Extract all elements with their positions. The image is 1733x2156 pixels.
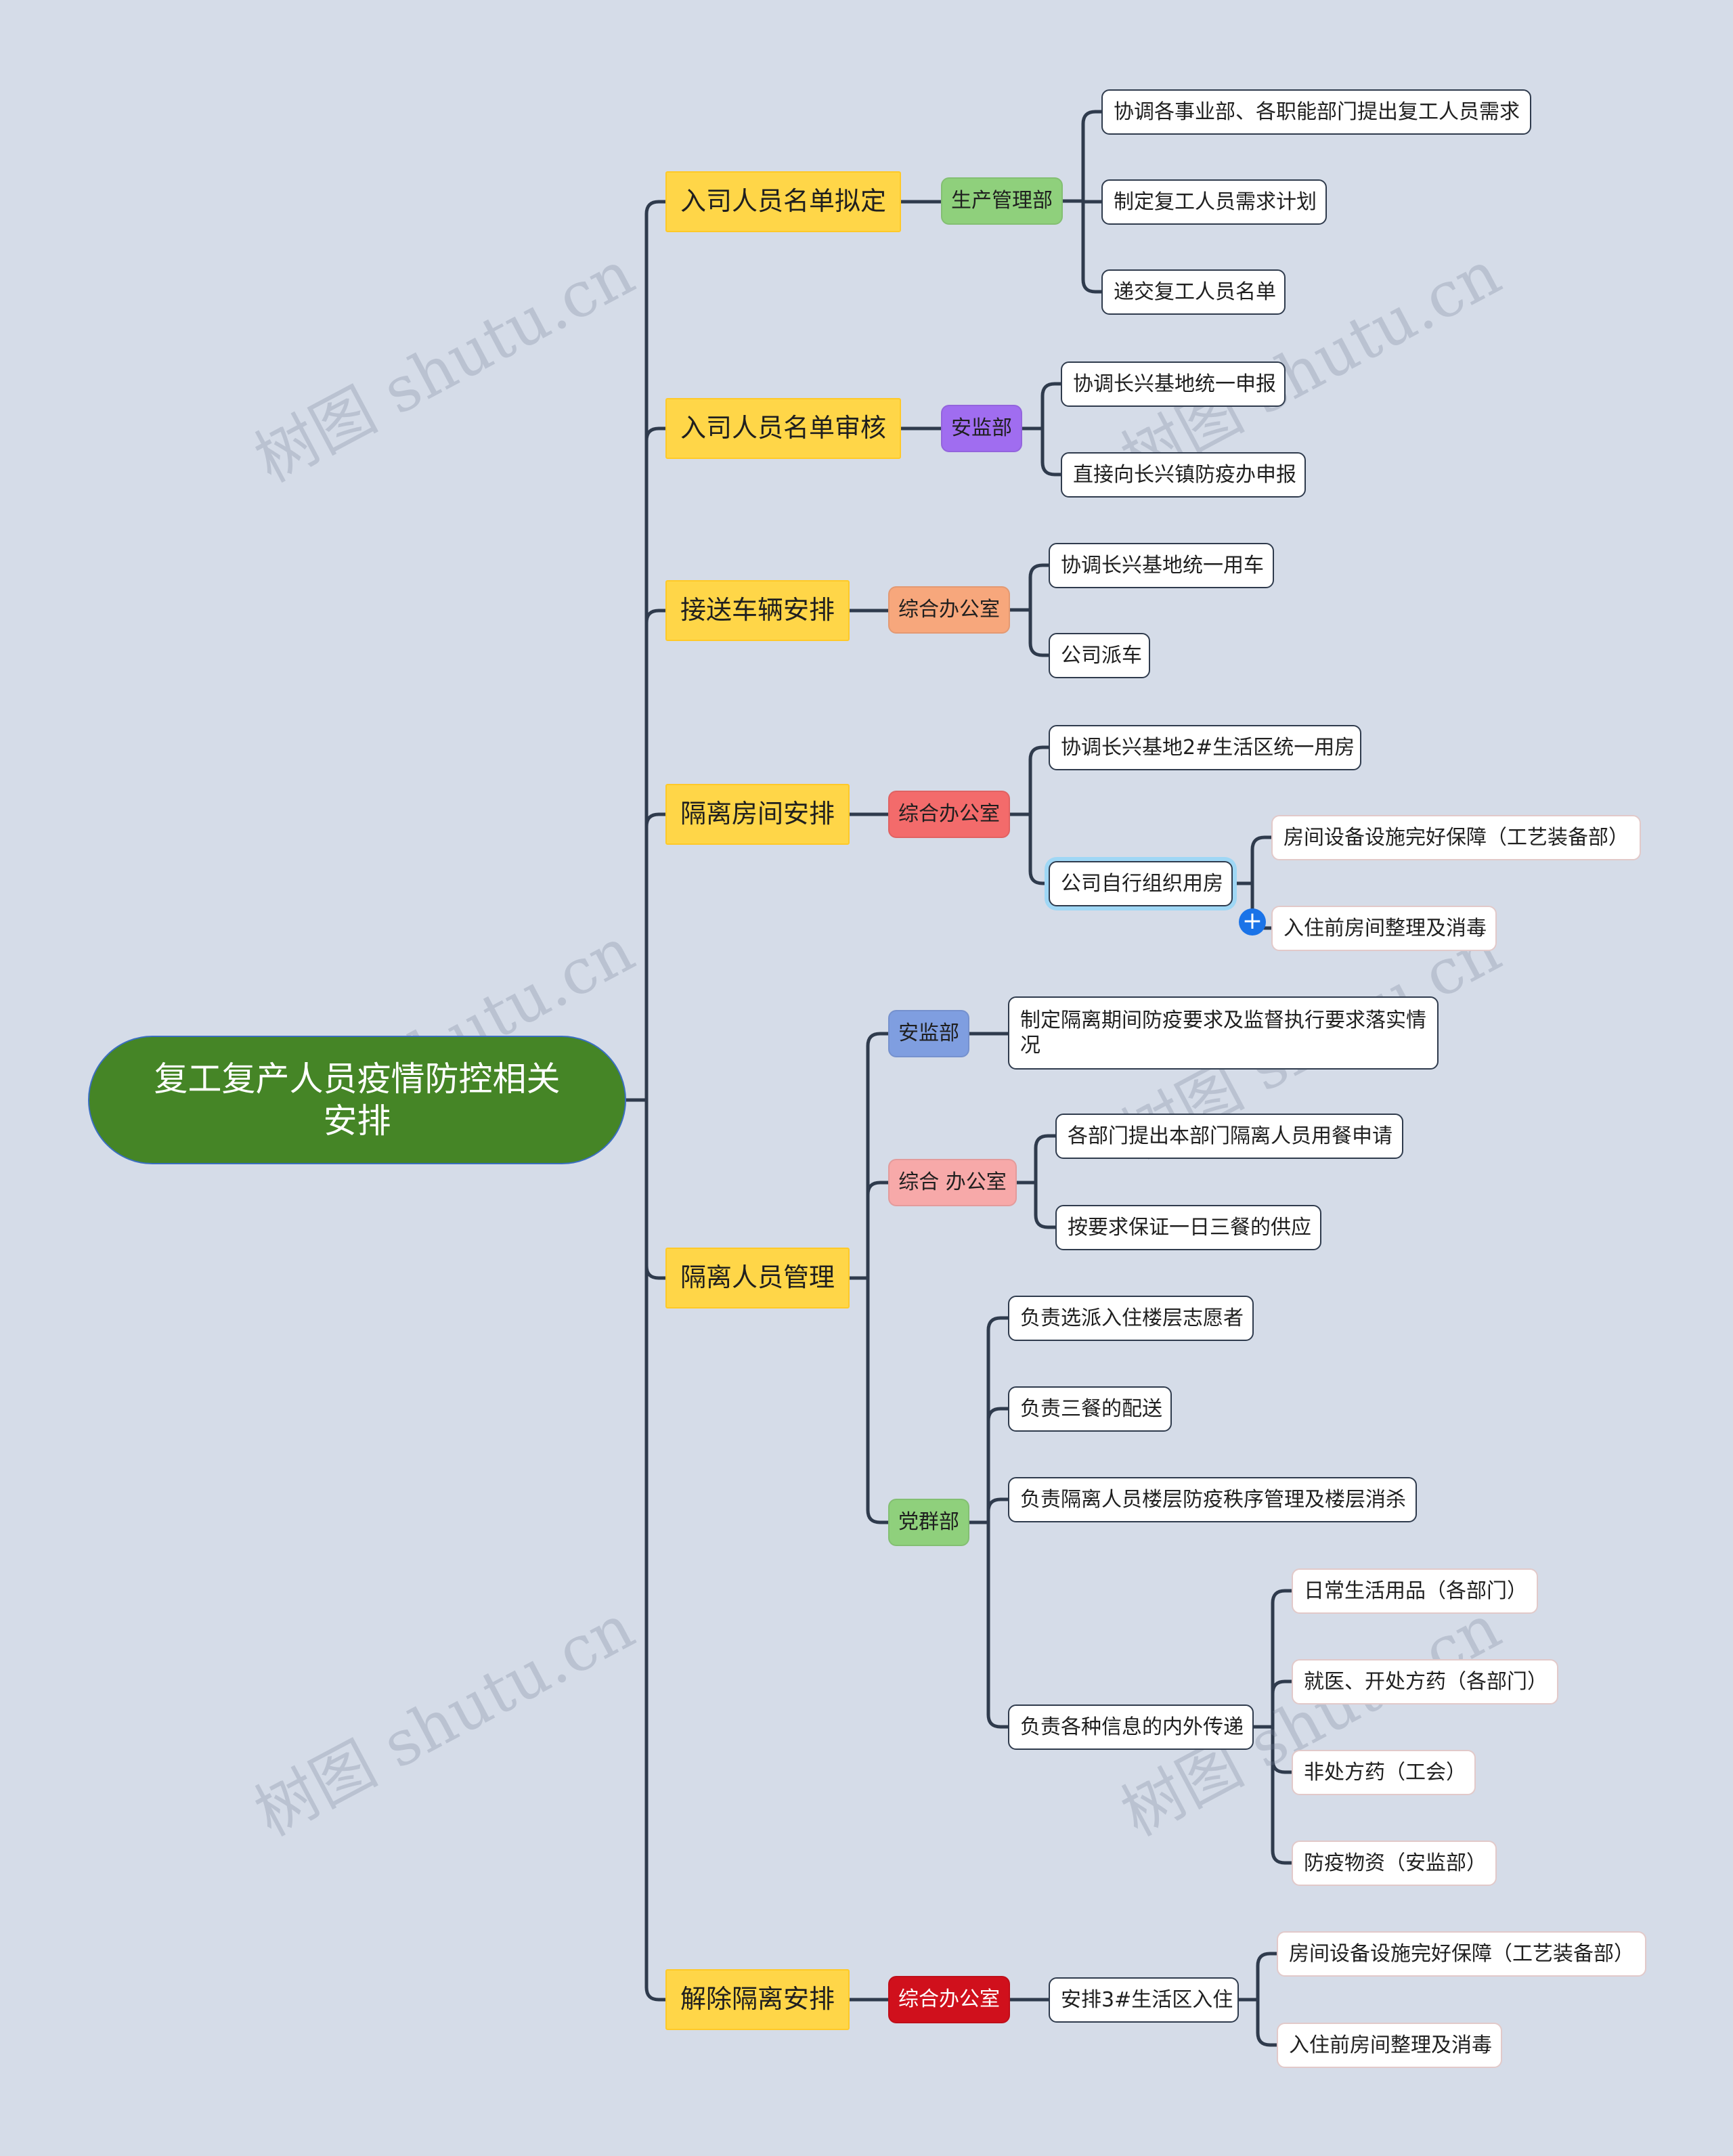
connector-line: [986, 1407, 1010, 1524]
item-submit-roster[interactable]: 递交复工人员名单: [1101, 269, 1286, 315]
topic-vehicle[interactable]: 接送车辆安排: [665, 580, 850, 641]
item-demand-plan[interactable]: 制定复工人员需求计划: [1101, 179, 1327, 225]
connector-line: [866, 1032, 890, 1280]
connector-line: [1271, 1725, 1294, 1865]
connector-line: [1034, 1134, 1057, 1185]
connector-line: [1256, 1998, 1279, 2047]
connector-line: [1034, 1181, 1057, 1229]
connector-line: [1040, 426, 1063, 477]
item-volunteers[interactable]: 负责选派入住楼层志愿者: [1008, 1296, 1254, 1341]
topic-roster-review[interactable]: 入司人员名单审核: [665, 398, 901, 459]
item-meal-supply[interactable]: 按要求保证一日三餐的供应: [1055, 1205, 1321, 1250]
connector-line: [1028, 745, 1051, 816]
item-unified-vehicle[interactable]: 协调长兴基地统一用车: [1049, 543, 1274, 588]
item-meal-request[interactable]: 各部门提出本部门隔离人员用餐申请: [1055, 1114, 1403, 1159]
dept-production[interactable]: 生产管理部: [941, 177, 1063, 225]
dept-party-affairs[interactable]: 党群部: [888, 1499, 969, 1546]
topic-roster-drafting[interactable]: 入司人员名单拟定: [665, 171, 901, 232]
item-epidemic-supplies[interactable]: 防疫物资（安监部）: [1292, 1841, 1497, 1886]
item-floor-order[interactable]: 负责隔离人员楼层防疫秩序管理及楼层消杀: [1008, 1477, 1417, 1522]
connector-line: [644, 1098, 667, 1280]
root-topic[interactable]: 复工复产人员疫情防控相关安排: [88, 1036, 626, 1164]
connector-line: [1256, 1952, 1279, 2002]
item-room-facility[interactable]: 房间设备设施完好保障（工艺装备部）: [1277, 1931, 1646, 1977]
item-room-facility[interactable]: 房间设备设施完好保障（工艺装备部）: [1271, 815, 1641, 860]
dept-general-office[interactable]: 综合办公室: [888, 791, 1010, 838]
item-room-disinfect[interactable]: 入住前房间整理及消毒: [1277, 2023, 1502, 2068]
connector-line: [986, 1520, 1010, 1729]
item-unified-report[interactable]: 协调长兴基地统一申报: [1061, 361, 1286, 407]
connector-line: [1081, 199, 1103, 294]
connector-line: [986, 1497, 1010, 1524]
item-unified-room[interactable]: 协调长兴基地2#生活区统一用房: [1049, 725, 1361, 770]
item-otc-medicine[interactable]: 非处方药（工会）: [1292, 1750, 1476, 1795]
item-company-vehicle[interactable]: 公司派车: [1049, 633, 1150, 678]
item-direct-report[interactable]: 直接向长兴镇防疫办申报: [1061, 452, 1306, 498]
connector-line: [644, 609, 667, 1102]
connector-line: [1271, 1679, 1294, 1729]
connector-line: [1271, 1589, 1294, 1729]
item-medical[interactable]: 就医、开处方药（各部门）: [1292, 1659, 1558, 1704]
connector-line: [866, 1181, 890, 1280]
connector-line: [1040, 382, 1063, 431]
connector-line: [644, 812, 667, 1102]
connector-line: [1028, 608, 1051, 657]
connector-line: [1250, 835, 1273, 885]
connector-line: [644, 426, 667, 1102]
connector-line: [1028, 812, 1051, 885]
connector-line: [644, 200, 667, 1102]
dept-general-office[interactable]: 综合 办公室: [888, 1159, 1017, 1206]
dept-general-office[interactable]: 综合办公室: [888, 1976, 1010, 2023]
dept-general-office[interactable]: 综合办公室: [888, 586, 1010, 634]
item-room-disinfect[interactable]: 入住前房间整理及消毒: [1271, 906, 1497, 951]
item-dorm-3[interactable]: 安排3#生活区入住: [1049, 1977, 1239, 2023]
expand-plus-icon[interactable]: +: [1239, 908, 1266, 936]
connector-line: [986, 1316, 1010, 1524]
connector-line: [1271, 1725, 1294, 1774]
topic-isolation-management[interactable]: 隔离人员管理: [665, 1248, 850, 1308]
item-daily-supplies[interactable]: 日常生活用品（各部门）: [1292, 1568, 1538, 1614]
item-coordinate-demand[interactable]: 协调各事业部、各职能部门提出复工人员需求: [1101, 89, 1531, 135]
dept-safety[interactable]: 安监部: [941, 405, 1022, 452]
item-self-room[interactable]: 公司自行组织用房: [1049, 861, 1233, 906]
item-isolation-rules[interactable]: 制定隔离期间防疫要求及监督执行要求落实情况: [1008, 996, 1439, 1070]
connector-line: [644, 1098, 667, 2002]
connector-line: [1081, 110, 1103, 203]
item-info-relay[interactable]: 负责各种信息的内外传递: [1008, 1704, 1254, 1750]
connector-line: [866, 1276, 890, 1524]
item-meal-delivery[interactable]: 负责三餐的配送: [1008, 1386, 1172, 1432]
topic-isolation-room[interactable]: 隔离房间安排: [665, 784, 850, 845]
dept-safety[interactable]: 安监部: [888, 1010, 969, 1057]
connector-line: [1028, 563, 1051, 612]
topic-release-isolation[interactable]: 解除隔离安排: [665, 1969, 850, 2030]
